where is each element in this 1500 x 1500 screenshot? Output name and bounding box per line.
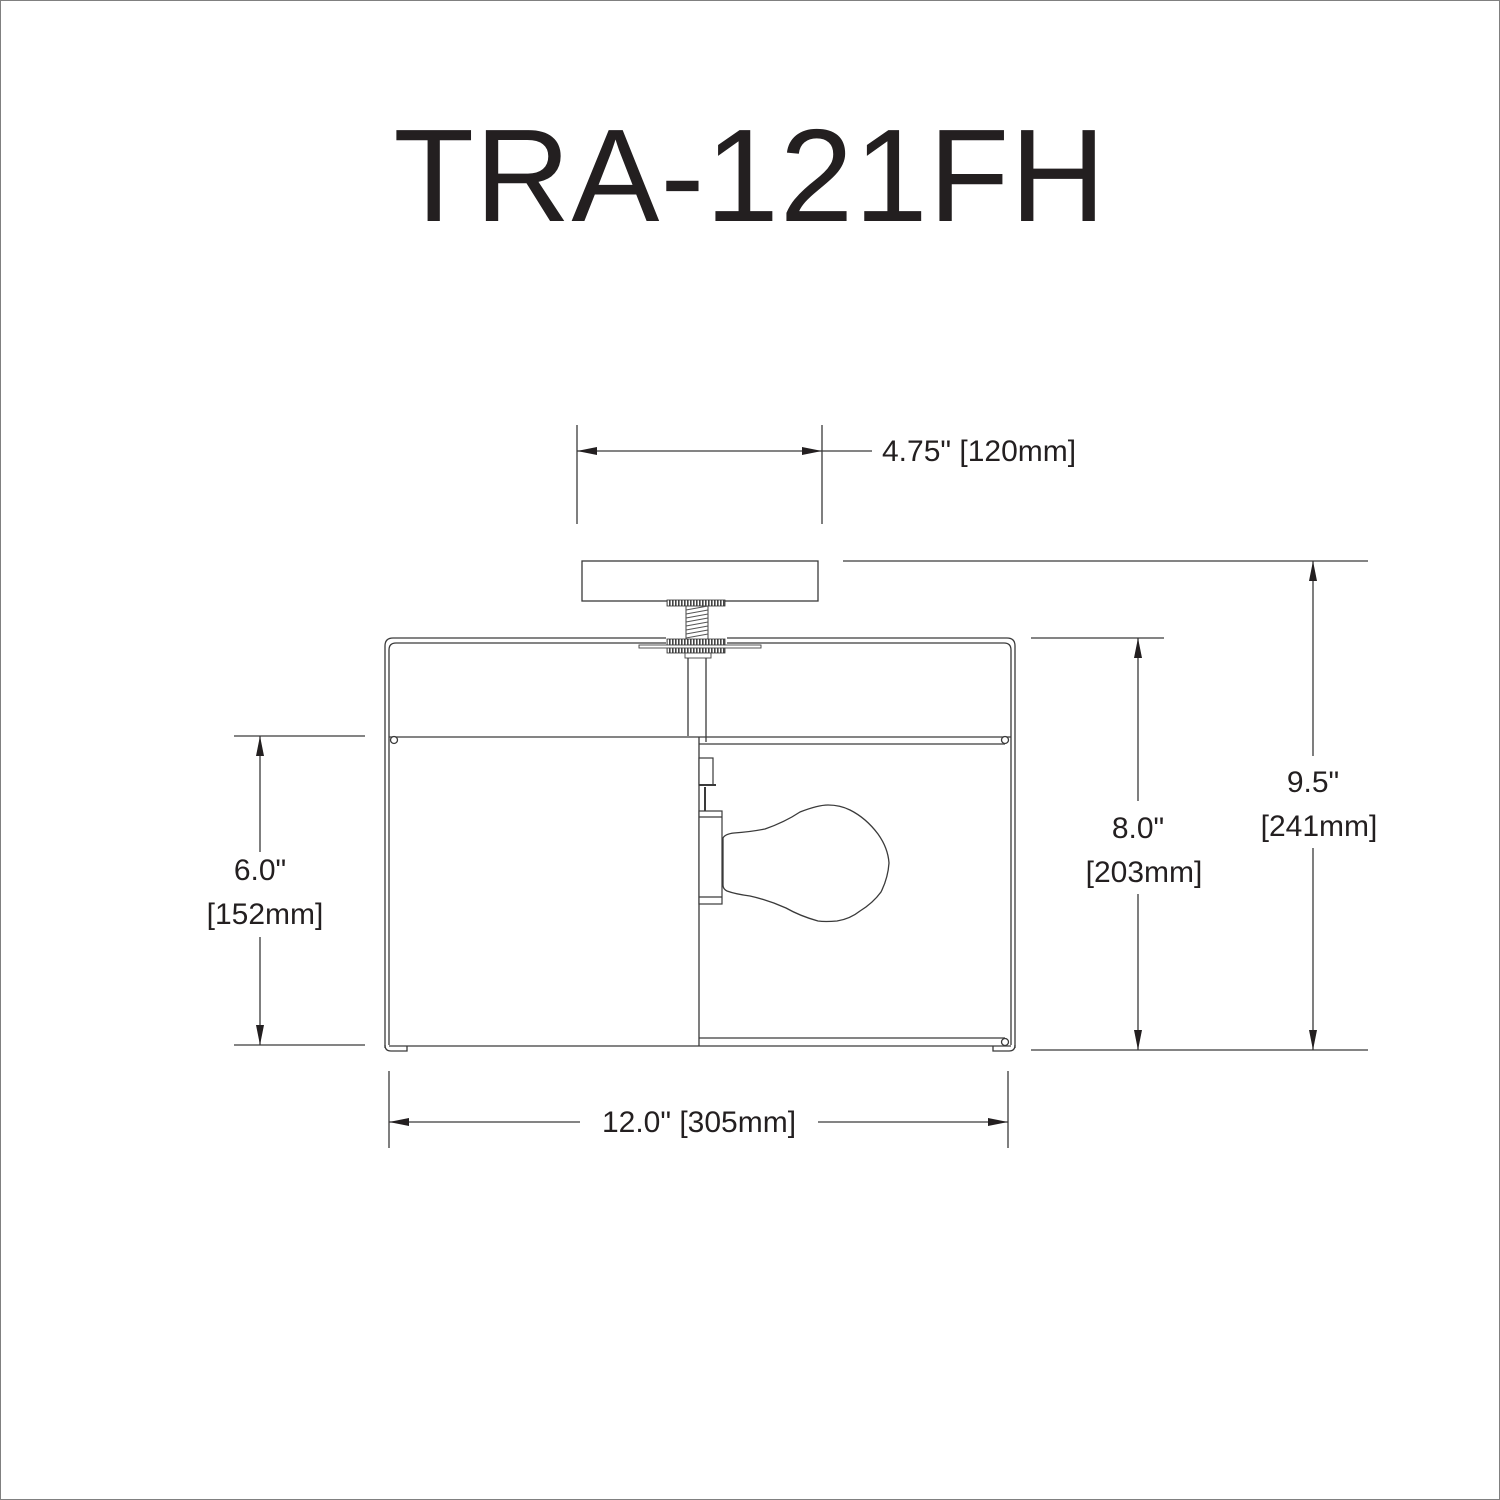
threaded-rod (638, 599, 762, 742)
body-height-inches: 8.0" (1112, 812, 1164, 845)
canopy-width-dimension (576, 425, 872, 524)
canopy (581, 560, 819, 602)
fixture-frame (384, 637, 1016, 1052)
body-height-mm: [203mm] (1086, 856, 1203, 889)
overall-height-mm: [241mm] (1261, 810, 1378, 843)
socket (698, 757, 723, 905)
overall-height-inches: 9.5" (1287, 766, 1339, 799)
overall-width-dimension (388, 1071, 1009, 1148)
shade-height-inches: 6.0" (234, 854, 286, 887)
overall-width-label: 12.0" [305mm] (602, 1106, 796, 1139)
model-title: TRA-121FH (393, 102, 1107, 249)
body-height-dimension (1031, 637, 1368, 1051)
bulb (722, 804, 890, 923)
canopy-width-label: 4.75" [120mm] (882, 435, 1076, 468)
overall-height-dimension (843, 560, 1368, 1050)
shade-height-dimension (234, 735, 365, 1046)
shade-height-mm: [152mm] (207, 898, 324, 931)
